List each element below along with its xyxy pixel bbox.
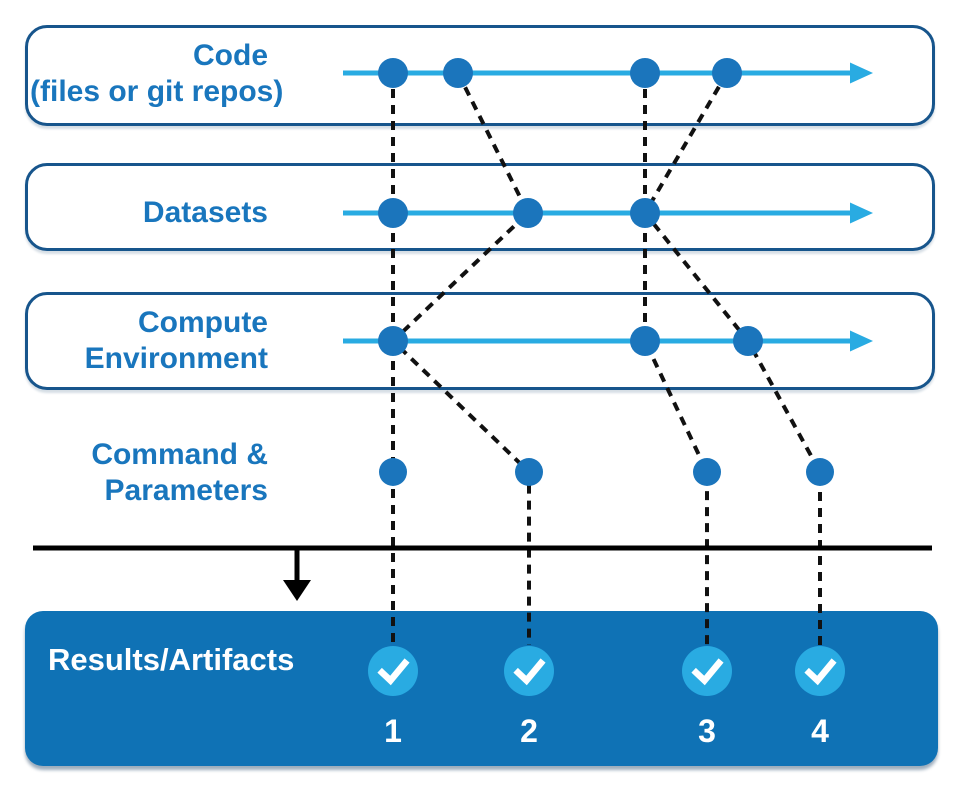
code-lane-label: Code(files or git repos) xyxy=(30,38,284,110)
command-version-dot xyxy=(379,458,407,486)
label-line: (files or git repos) xyxy=(30,75,284,108)
run-number: 2 xyxy=(520,713,538,749)
command-version-dot xyxy=(515,458,543,486)
check-icon xyxy=(682,646,732,696)
run-number: 1 xyxy=(384,713,402,749)
results-label: Results/Artifacts xyxy=(48,642,295,677)
run-number: 4 xyxy=(811,713,829,749)
check-icon xyxy=(504,646,554,696)
command-version-dot xyxy=(806,458,834,486)
label-line: Code xyxy=(193,39,268,72)
label-line: Command & xyxy=(91,438,268,471)
check-icon xyxy=(795,646,845,696)
datasets-lane-label: Datasets xyxy=(30,195,268,231)
command-parameters-label: Command &Parameters xyxy=(30,437,268,509)
command-version-dot xyxy=(693,458,721,486)
label-line: Parameters xyxy=(104,474,268,507)
down-arrow-icon xyxy=(283,580,311,601)
label-line: Datasets xyxy=(142,196,268,229)
run-number: 3 xyxy=(698,713,716,749)
run-result-2: 2 xyxy=(498,646,560,748)
run-result-3: 3 xyxy=(676,646,738,748)
check-icon xyxy=(368,646,418,696)
label-line: Compute xyxy=(138,306,268,339)
label-line: Environment xyxy=(84,342,268,375)
run-result-1: 1 xyxy=(362,646,424,748)
run-result-4: 4 xyxy=(789,646,851,748)
